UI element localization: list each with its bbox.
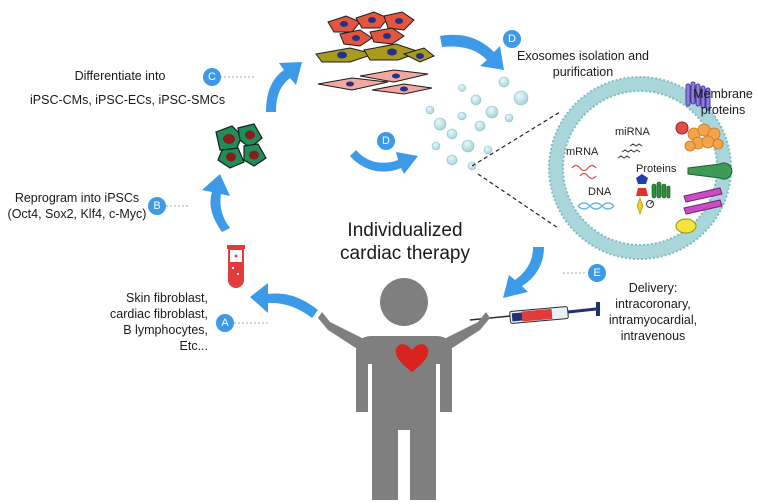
proteins-label: Proteins [636,163,677,175]
step-b-line: (Oct4, Sox2, Klf4, c-Myc) [7,207,147,221]
membrane-proteins-icon [675,81,733,234]
zoom-lines [471,111,561,229]
step-e-line: Delivery: [628,281,678,295]
mirna-label: miRNA [615,126,650,138]
arrow-a [250,283,318,318]
step-e-line: intravenous [620,329,686,343]
step-c-line: Differentiate into [74,69,166,83]
step-a-line: B lymphocytes, [123,323,208,337]
proteins-icon [636,174,671,215]
arrow-d-top [440,34,504,70]
step-a-line: Skin fibroblast, [126,291,208,305]
mirna-icon [617,143,643,159]
step-e-badge: E [588,264,606,282]
arrow-d-mid [350,150,418,174]
arrow-b [202,174,230,232]
step-c-line: iPSC-CMs, iPSC-ECs, iPSC-SMCs [30,93,226,107]
step-b-badge: B [148,197,166,215]
main-title-line2: cardiac therapy [340,243,470,264]
step-a-line: cardiac fibroblast, [110,307,208,321]
membrane-label-line: proteins [700,103,746,117]
blood-tube-icon [227,245,245,288]
differentiated-cells-icon [315,11,435,95]
arrow-e [503,247,544,298]
dna-label: DNA [588,186,612,198]
step-b-line: Reprogram into iPSCs [14,191,140,205]
patient-figure-icon [318,278,490,500]
heart-icon [395,344,429,372]
dna-icon [577,202,615,210]
step-d-line: Exosomes isolation and [516,49,650,63]
cycle-arrows [202,34,544,318]
membrane-proteins-label: Membrane proteins [690,86,756,118]
main-title: Individualized cardiac therapy [330,219,480,265]
mrna-icon [571,164,597,180]
membrane-label-line: Membrane [693,87,753,101]
ipsc-colony-icon [215,123,267,169]
exosome-particles [425,76,529,171]
syringe-icon [469,302,600,324]
step-d-badge-mid: D [377,132,395,150]
step-e-line: intramyocardial, [608,313,698,327]
step-d-line: purification [552,65,614,79]
step-e-line: intracoronary, [615,297,691,311]
step-a-line: Etc... [179,339,208,353]
step-b-text: Reprogram into iPSCs (Oct4, Sox2, Klf4, … [4,190,150,222]
main-title-line1: Individualized [347,220,463,241]
arrow-c [266,62,302,112]
step-d-badge-top: D [503,30,521,48]
step-e-text: Delivery: intracoronary, intramyocardial… [598,280,708,344]
step-c-text: Differentiate into iPSC-CMs, iPSC-ECs, i… [30,68,226,108]
step-a-badge: A [216,314,234,332]
step-a-text: Skin fibroblast, cardiac fibroblast, B l… [84,290,208,354]
mrna-label: mRNA [566,146,599,158]
badge-connectors [166,76,586,324]
step-d-text: Exosomes isolation and purification [508,48,658,80]
step-c-badge: C [203,68,221,86]
